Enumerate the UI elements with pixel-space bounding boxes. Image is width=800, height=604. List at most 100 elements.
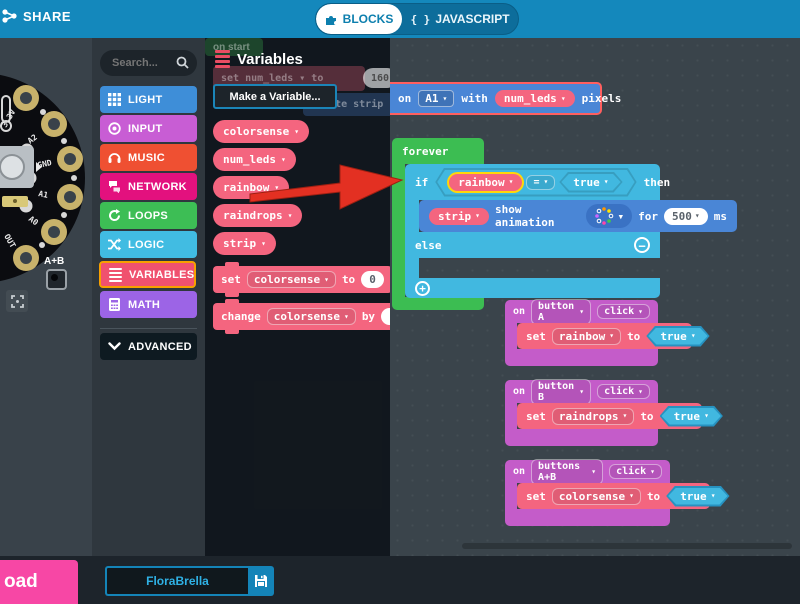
event-bottom[interactable] xyxy=(505,429,658,446)
ab-button[interactable] xyxy=(46,269,67,290)
sidebar-item-advanced[interactable]: ADVANCED xyxy=(100,333,197,360)
dropdown-caret-icon: ▾ xyxy=(294,126,300,136)
variable-dropdown[interactable]: colorsense▾ xyxy=(246,271,336,288)
forever-bottom[interactable] xyxy=(392,297,484,310)
variable-pill-raindrops[interactable]: raindrops▾ xyxy=(213,204,303,227)
keyword: for xyxy=(638,209,659,223)
show-animation-block[interactable]: strip▾ show animation ▾ for 500▾ ms xyxy=(419,200,737,232)
pin-dropdown[interactable]: A1▾ xyxy=(418,90,455,107)
target-icon xyxy=(108,122,121,135)
event-type-dropdown[interactable]: click▾ xyxy=(609,464,662,479)
keyword: then xyxy=(643,175,671,189)
event-type-dropdown[interactable]: click▾ xyxy=(597,304,650,319)
make-variable-button[interactable]: Make a Variable... xyxy=(213,84,337,109)
value-socket: true▾ xyxy=(646,326,709,347)
ghost-numleds-value: 160 xyxy=(363,68,390,88)
variable-dropdown[interactable]: rainbow▾ xyxy=(551,327,622,345)
animation-picker-dropdown[interactable]: ▾ xyxy=(585,204,633,228)
bottom-bar: oad xyxy=(0,556,800,604)
editor-mode-toggle: BLOCKS { } JAVASCRIPT xyxy=(315,3,519,35)
if-spine[interactable] xyxy=(405,200,419,232)
variable-pill-strip[interactable]: strip▾ xyxy=(213,232,276,255)
sidebar-item-network[interactable]: NETWORK xyxy=(100,173,197,200)
keyword: to xyxy=(627,329,641,343)
event-spine[interactable] xyxy=(505,483,517,509)
keyword: on xyxy=(513,386,526,397)
variable-pill-colorsense[interactable]: colorsense▾ xyxy=(213,120,310,143)
event-bottom[interactable] xyxy=(505,509,670,526)
duration-dropdown[interactable]: 500▾ xyxy=(664,207,708,225)
button-source-dropdown[interactable]: button B▾ xyxy=(531,378,592,405)
project-name-input[interactable] xyxy=(105,566,248,596)
horizontal-scrollbar[interactable] xyxy=(462,543,792,549)
tab-blocks[interactable]: BLOCKS xyxy=(316,4,402,34)
change-variable-block[interactable]: change colorsense▾ by 1 xyxy=(213,299,390,334)
download-button[interactable]: oad xyxy=(0,560,78,604)
true-dropdown[interactable]: true▾ xyxy=(668,488,727,505)
set-variable-block[interactable]: set colorsense▾ to 0 xyxy=(213,262,390,297)
sidebar-item-label: MATH xyxy=(128,298,161,311)
set-raindrops-block[interactable]: set raindrops▾ to true▾ xyxy=(517,403,702,429)
set-rainbow-block[interactable]: set rainbow▾ to true▾ xyxy=(517,323,692,349)
variable-pill-rainbow[interactable]: rainbow▾ xyxy=(213,176,290,199)
variable-chip[interactable]: num_leds▾ xyxy=(494,90,575,107)
value-field[interactable]: 1 xyxy=(381,308,390,325)
sidebar-item-input[interactable]: INPUT xyxy=(100,115,197,142)
save-button[interactable] xyxy=(248,566,274,596)
circuit-playground-board[interactable]: 3.3V A2 GND A1 A0 OUT xyxy=(0,38,92,298)
create-strip-block[interactable]: on A1▾ with num_leds▾ pixels xyxy=(390,82,621,115)
remove-else-button[interactable]: − xyxy=(634,237,650,253)
event-bottom[interactable] xyxy=(505,349,658,366)
floppy-icon xyxy=(255,575,267,587)
keyword: to xyxy=(640,409,654,423)
if-spine[interactable] xyxy=(405,258,419,278)
dropdown-caret-icon: ▾ xyxy=(274,182,280,192)
dropdown-caret-icon: ▾ xyxy=(560,93,566,103)
dropdown-caret-icon: ▾ xyxy=(650,466,655,476)
tab-blocks-label: BLOCKS xyxy=(342,12,394,26)
true-dropdown[interactable]: true▾ xyxy=(648,328,707,345)
strip-variable-chip[interactable]: strip▾ xyxy=(429,207,489,225)
value-socket: true▾ xyxy=(660,406,723,427)
rainbow-variable-chip-highlighted[interactable]: rainbow▾ xyxy=(449,174,522,191)
button-source-dropdown[interactable]: button A▾ xyxy=(531,298,592,325)
sidebar-item-label: ADVANCED xyxy=(128,340,192,353)
keyword: to xyxy=(646,489,661,503)
comparison-op-dropdown[interactable]: =▾ xyxy=(526,175,555,190)
variable-dropdown[interactable]: colorsense▾ xyxy=(551,487,641,505)
event-type-dropdown[interactable]: click▾ xyxy=(597,384,650,399)
sidebar-item-loops[interactable]: LOOPS xyxy=(100,202,197,229)
on-button-a-block[interactable]: on button A▾ click▾ xyxy=(505,298,658,325)
else-row[interactable]: else − xyxy=(405,232,660,258)
tab-javascript[interactable]: { } JAVASCRIPT xyxy=(402,4,518,34)
sidebar-item-variables[interactable]: VARIABLES xyxy=(99,261,196,288)
event-spine[interactable] xyxy=(505,323,517,349)
variable-dropdown[interactable]: colorsense▾ xyxy=(266,308,356,325)
button-source-dropdown[interactable]: buttons A+B▾ xyxy=(531,458,604,485)
set-colorsense-block[interactable]: set colorsense▾ to true▾ xyxy=(517,483,710,509)
on-button-b-block[interactable]: on button B▾ click▾ xyxy=(505,378,658,405)
value-socket: true▾ xyxy=(559,172,622,193)
ab-button-label: A+B xyxy=(44,256,65,267)
variable-dropdown[interactable]: raindrops▾ xyxy=(551,407,635,425)
sidebar-item-logic[interactable]: LOGIC xyxy=(100,231,197,258)
variable-pill-numleds[interactable]: num_leds▾ xyxy=(213,148,296,171)
sidebar-item-math[interactable]: MATH xyxy=(100,291,197,318)
forever-spine[interactable] xyxy=(392,164,405,297)
block-workspace[interactable]: on A1▾ with num_leds▾ pixels forever if … xyxy=(390,38,800,556)
true-dropdown[interactable]: true▾ xyxy=(662,408,721,425)
sidebar-item-music[interactable]: MUSIC xyxy=(100,144,197,171)
share-button[interactable]: SHARE xyxy=(2,8,71,24)
event-spine[interactable] xyxy=(505,403,517,429)
sidebar-item-light[interactable]: LIGHT xyxy=(100,86,197,113)
keyword: set xyxy=(526,329,546,343)
value-field[interactable]: 0 xyxy=(361,271,384,288)
if-block[interactable]: if rainbow▾ =▾ true▾ then xyxy=(405,164,670,200)
true-dropdown[interactable]: true▾ xyxy=(561,174,620,191)
forever-block[interactable]: forever xyxy=(392,138,484,164)
add-else-if-button[interactable]: + xyxy=(415,280,430,296)
search-input[interactable] xyxy=(100,50,197,76)
if-bottom-row[interactable]: + xyxy=(405,278,660,298)
fullscreen-button[interactable] xyxy=(6,290,28,312)
on-buttons-ab-block[interactable]: on buttons A+B▾ click▾ xyxy=(505,458,670,485)
